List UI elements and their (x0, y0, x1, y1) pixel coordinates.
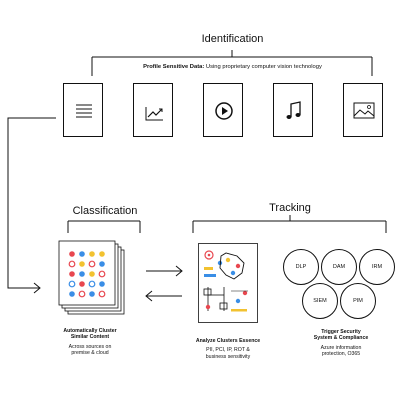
cluster-dot (99, 261, 105, 267)
tracking-title: Tracking (269, 202, 311, 214)
cluster-dot (79, 251, 85, 257)
system-circle-dlp: DLP (283, 249, 319, 285)
cluster-dot (79, 261, 85, 267)
video-document-card (203, 83, 243, 137)
cluster-dot (68, 260, 76, 268)
system-circle-pim: PIM (340, 283, 376, 319)
text-document-card (63, 83, 103, 137)
classification-caption: Automatically Cluster Similar Content Ac… (45, 328, 135, 357)
cluster-dot (98, 290, 106, 298)
identification-subtitle-rest: Using proprietary computer vision techno… (204, 64, 322, 70)
clustered-documents-stack (58, 240, 125, 315)
cluster-dot (68, 280, 76, 288)
trigger-caption-bold-1: Trigger Security (321, 329, 361, 335)
chart-document-card (133, 83, 173, 137)
image-icon (353, 102, 375, 119)
cluster-dot (89, 291, 95, 297)
classification-caption-1: Across sources on (68, 343, 112, 350)
classification-caption-2: premise & cloud (71, 350, 109, 357)
cluster-dot (89, 251, 95, 257)
cluster-dot (69, 271, 75, 277)
trend-chart-icon (145, 107, 163, 121)
analyze-caption-1: PII, PCI, IP, ROT & (206, 347, 250, 354)
trigger-caption: Trigger Security System & Compliance Azu… (293, 329, 389, 358)
text-lines-icon (76, 104, 92, 118)
analyze-clusters-illustration (198, 243, 258, 323)
cluster-dot (78, 290, 86, 298)
cluster-dot (69, 291, 75, 297)
system-circle-siem: SIEM (302, 283, 338, 319)
cluster-dot (99, 251, 105, 257)
analyze-caption: Analyze Clusters Essence PII, PCI, IP, R… (180, 338, 276, 360)
classification-caption-bold-2: Similar Content (70, 334, 110, 341)
trigger-caption-2: protection, O365 (321, 351, 361, 358)
identification-subtitle: Profile Sensitive Data: Using proprietar… (100, 64, 365, 70)
audio-document-card (273, 83, 313, 137)
cluster-dot (79, 281, 85, 287)
cluster-dot (69, 251, 75, 257)
identification-subtitle-bold: Profile Sensitive Data: (143, 64, 205, 70)
cluster-dot (88, 260, 96, 268)
play-icon (215, 102, 233, 120)
analyze-caption-2: business sensitivity (205, 353, 251, 360)
trigger-caption-1: Azure information (320, 344, 362, 351)
system-circle-irm: IRM (359, 249, 395, 285)
cluster-dot (98, 270, 106, 278)
cluster-dot (89, 271, 95, 277)
music-note-icon (286, 101, 301, 119)
cluster-dot (88, 280, 96, 288)
classification-title: Classification (72, 205, 138, 217)
cluster-dot (99, 281, 105, 287)
identification-title: Identification (201, 33, 264, 45)
trigger-caption-bold-2: System & Compliance (313, 335, 369, 342)
analyze-caption-bold: Analyze Clusters Essence (195, 338, 261, 344)
image-document-card (343, 83, 383, 137)
cluster-dot (79, 271, 85, 277)
system-circle-dam: DAM (321, 249, 357, 285)
classification-caption-bold-1: Automatically Cluster (63, 328, 117, 334)
